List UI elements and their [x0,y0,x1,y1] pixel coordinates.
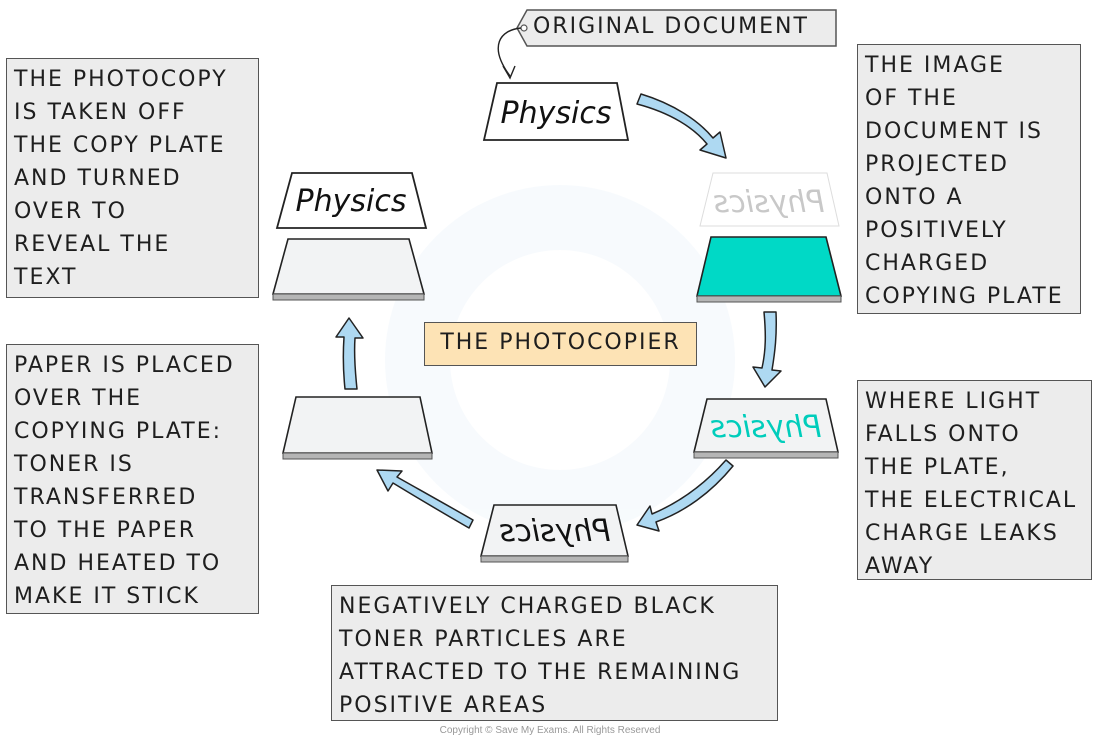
projected-image: Physics [699,172,840,227]
photocopy-text: Physics [296,184,407,219]
step-3-description: NEGATIVELY CHARGED BLACK TONER PARTICLES… [331,585,778,721]
arrow-original-to-projected [636,93,727,159]
original-document-label: ORIGINAL DOCUMENT [533,14,809,39]
diagram-title: THE PHOTOCOPIER [424,322,697,366]
arrow-toner-to-paper [376,469,474,529]
step-5-description: THE PHOTOCOPY IS TAKEN OFF THE COPY PLAT… [6,58,259,298]
empty-plate [271,238,426,301]
photocopy-sheet: Physics [275,172,428,229]
step-2-description: WHERE LIGHT FALLS ONTO THE PLATE, THE EL… [857,380,1092,580]
original-document: Physics [482,82,630,141]
paper-on-plate [281,396,433,460]
step-1-description: THE IMAGE OF THE DOCUMENT IS PROJECTED O… [857,44,1081,314]
copyright-notice: Copyright © Save My Exams. All Rights Re… [439,725,661,736]
toner-image-text: Physics [500,514,611,549]
charged-image-text: Physics [711,410,822,445]
discharged-plate: Physics [692,398,840,459]
toner-plate: Physics [479,504,630,563]
original-document-tag [497,9,837,80]
original-document-text: Physics [501,96,612,131]
arrow-discharged-to-toner [636,459,734,532]
arrow-paper-to-photocopy [335,317,364,390]
step-4-description: PAPER IS PLACED OVER THE COPYING PLATE: … [6,344,259,614]
charged-plate [695,236,843,303]
arrow-projected-to-discharged [752,311,782,388]
projected-image-text: Physics [714,185,825,220]
